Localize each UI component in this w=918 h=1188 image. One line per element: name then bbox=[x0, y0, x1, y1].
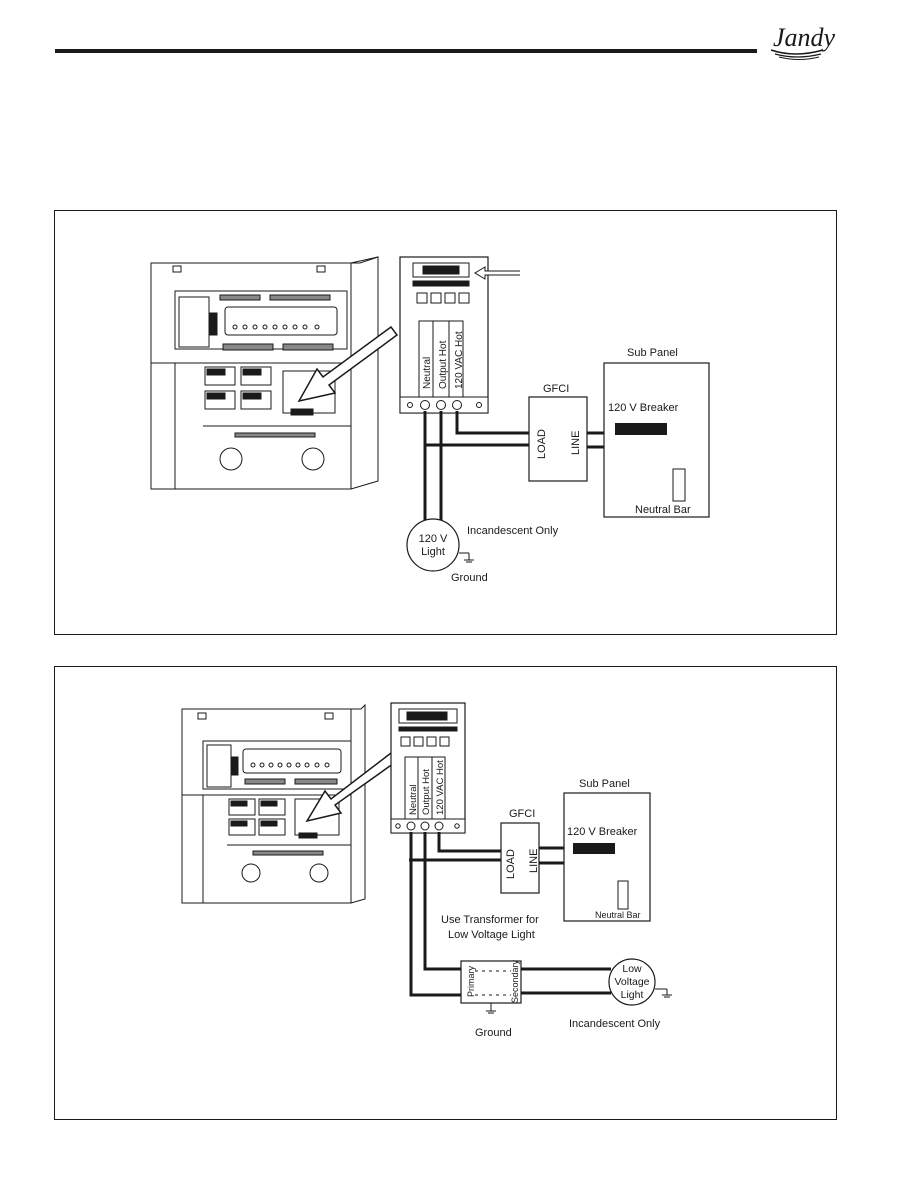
sub-panel-box bbox=[603, 362, 710, 518]
transformer-note-line1: Use Transformer for bbox=[441, 914, 539, 926]
light-label-line1: Low bbox=[622, 963, 642, 975]
light-low-voltage bbox=[608, 958, 656, 1006]
relay-label-neutral: Neutral bbox=[422, 357, 433, 389]
ground-icon bbox=[655, 988, 672, 998]
relay-label-output-hot: Output Hot bbox=[421, 769, 432, 815]
gfci-title: GFCI bbox=[509, 808, 535, 820]
gfci-line-label: LINE bbox=[570, 431, 582, 455]
relay-label-120vac-hot: 120 VAC Hot bbox=[454, 331, 465, 389]
secondary-label: Secondary bbox=[510, 959, 520, 1003]
ground-label: Ground bbox=[475, 1027, 512, 1039]
neutral-bar bbox=[617, 880, 629, 910]
light-label-line2: Voltage bbox=[614, 976, 649, 988]
sub-panel-title: Sub Panel bbox=[579, 778, 630, 790]
light-note: Incandescent Only bbox=[569, 1018, 661, 1030]
relay-label-120vac-hot: 120 VAC Hot bbox=[435, 760, 446, 815]
light-label-line2: Light bbox=[421, 546, 445, 558]
ground-icon bbox=[486, 1003, 496, 1014]
relay-board bbox=[399, 256, 489, 414]
sub-panel-box bbox=[563, 792, 651, 922]
sub-panel-title: Sub Panel bbox=[627, 347, 678, 359]
relay-label-output-hot: Output Hot bbox=[438, 340, 449, 389]
wiring-diagram-1: Neutral Output Hot 120 VAC Hot GFCI LOAD… bbox=[150, 256, 710, 584]
breaker bbox=[615, 423, 667, 435]
callout-arrow bbox=[305, 751, 399, 823]
neutral-bar-label: Neutral Bar bbox=[595, 910, 641, 920]
wiring-diagram-panel-1: Neutral Output Hot 120 VAC Hot GFCI LOAD… bbox=[54, 210, 837, 635]
gfci-box bbox=[528, 396, 588, 482]
gfci-load-label: LOAD bbox=[505, 849, 517, 879]
gfci-box bbox=[500, 822, 540, 894]
callout-arrow bbox=[297, 325, 399, 403]
breaker-label: 120 V Breaker bbox=[608, 402, 679, 414]
neutral-bar-label: Neutral Bar bbox=[635, 504, 691, 516]
jandy-logo: Jandy bbox=[770, 23, 836, 60]
wiring-diagram-2: Neutral Output Hot 120 VAC Hot GFCI LOAD… bbox=[181, 702, 672, 1039]
gfci-load-label: LOAD bbox=[536, 429, 548, 459]
gfci-line-label: LINE bbox=[528, 849, 540, 873]
transformer-note-line2: Low Voltage Light bbox=[448, 929, 535, 941]
light-label-line3: Light bbox=[621, 989, 644, 1001]
logo-text: Jandy bbox=[773, 23, 836, 52]
relay-label-neutral: Neutral bbox=[408, 784, 419, 815]
breaker-label: 120 V Breaker bbox=[567, 826, 638, 838]
control-center-enclosure bbox=[150, 256, 379, 490]
relay-board bbox=[390, 702, 466, 834]
relay-pointer-arrow bbox=[474, 266, 520, 280]
ground-icon bbox=[459, 552, 474, 563]
light-120v bbox=[406, 518, 460, 572]
ground-label: Ground bbox=[451, 572, 488, 584]
wiring-diagram-panel-2: Neutral Output Hot 120 VAC Hot GFCI LOAD… bbox=[54, 666, 837, 1120]
header-rule bbox=[55, 49, 757, 53]
gfci-title: GFCI bbox=[543, 383, 569, 395]
primary-label: Primary bbox=[466, 966, 476, 997]
light-note: Incandescent Only bbox=[467, 525, 559, 537]
neutral-bar bbox=[672, 468, 686, 502]
breaker bbox=[573, 843, 615, 854]
light-label-line1: 120 V bbox=[419, 533, 448, 545]
